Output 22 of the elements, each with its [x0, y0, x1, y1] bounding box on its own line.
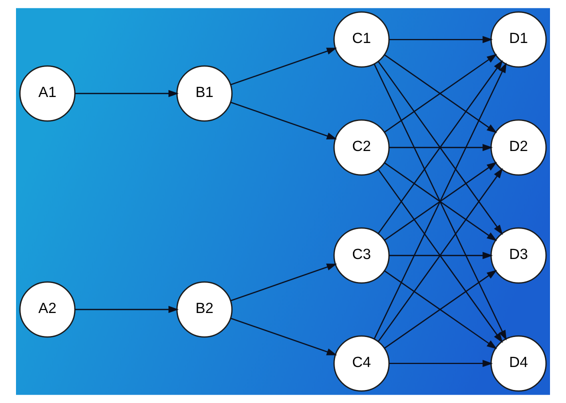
- node-circle: D2: [490, 119, 547, 176]
- arrow: [230, 318, 337, 356]
- node-circle: C4: [333, 335, 390, 392]
- node-circle: D4: [490, 335, 547, 392]
- arrow: [230, 48, 337, 86]
- arrow: [389, 252, 493, 260]
- node-circle: C1: [333, 11, 390, 68]
- arrow: [75, 306, 179, 314]
- node-circle: A2: [19, 281, 76, 338]
- arrow: [389, 360, 493, 368]
- arrow: [75, 90, 179, 98]
- arrow: [389, 144, 493, 152]
- arrow: [230, 102, 337, 140]
- arrow: [389, 36, 493, 44]
- node-circle: B2: [176, 281, 233, 338]
- node-circle: D1: [490, 11, 547, 68]
- node-circle: C2: [333, 119, 390, 176]
- arrow: [230, 264, 337, 302]
- node-circle: D3: [490, 227, 547, 284]
- node-circle: A1: [19, 65, 76, 122]
- node-circle: C3: [333, 227, 390, 284]
- node-circle: B1: [176, 65, 233, 122]
